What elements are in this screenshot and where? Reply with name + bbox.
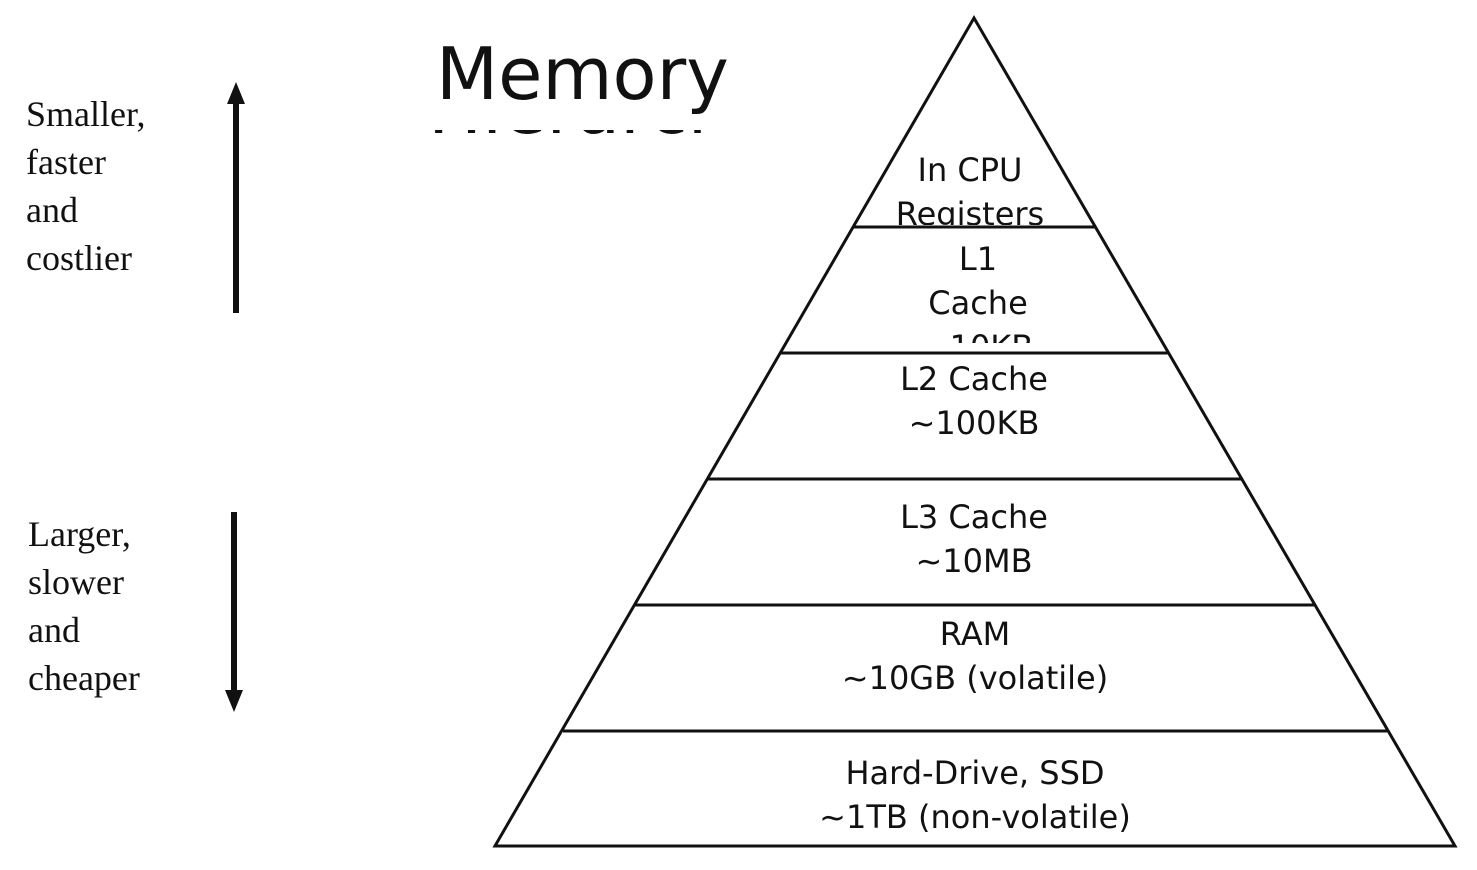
level-ram: RAM ~10GB (volatile) (775, 612, 1175, 704)
level-line: L1 (958, 240, 998, 278)
level-line: ~10GB (volatile) (841, 659, 1109, 697)
level-storage: Hard-Drive, SSD ~1TB (non-volatile) (725, 751, 1225, 843)
pyramid-outline (492, 15, 1458, 848)
level-l3-cache: L3 Cache ~10MB (824, 495, 1124, 587)
level-l2-cache: L2 Cache ~100KB (824, 357, 1124, 449)
label-line: cheaper (28, 658, 140, 698)
level-l1-cache: L1 Cache ~10KB (868, 237, 1088, 343)
level-line: L3 Cache (900, 498, 1048, 536)
diagram-title-second-line: Hierarchy (428, 130, 720, 144)
label-line: faster (26, 142, 106, 182)
label-line: Larger, (28, 514, 131, 554)
label-line: slower (28, 562, 124, 602)
label-line: and (28, 610, 80, 650)
diagram-title-clipped: Hierarchy (420, 130, 720, 154)
smaller-faster-label: Smaller, faster and costlier (26, 90, 146, 282)
level-line: ~10MB (915, 542, 1033, 580)
label-line: costlier (26, 238, 132, 278)
level-line: Cache (928, 284, 1028, 322)
label-line: and (26, 190, 78, 230)
up-arrow-icon (227, 82, 245, 313)
larger-slower-label: Larger, slower and cheaper (28, 510, 140, 702)
level-line: Hard-Drive, SSD (845, 754, 1105, 792)
level-line: ~1TB (non-volatile) (819, 798, 1131, 836)
level-line: In CPU (917, 151, 1023, 189)
level-line: L2 Cache (900, 360, 1048, 398)
level-line: ~100KB (908, 404, 1040, 442)
label-line: Smaller, (26, 94, 146, 134)
diagram-title: Memory (436, 32, 729, 116)
level-registers: In CPU Registers (860, 148, 1080, 225)
level-line: ~10KB (868, 325, 1088, 343)
level-line: RAM (939, 615, 1011, 653)
level-line: Registers (895, 195, 1045, 225)
down-arrow-icon (225, 512, 243, 712)
